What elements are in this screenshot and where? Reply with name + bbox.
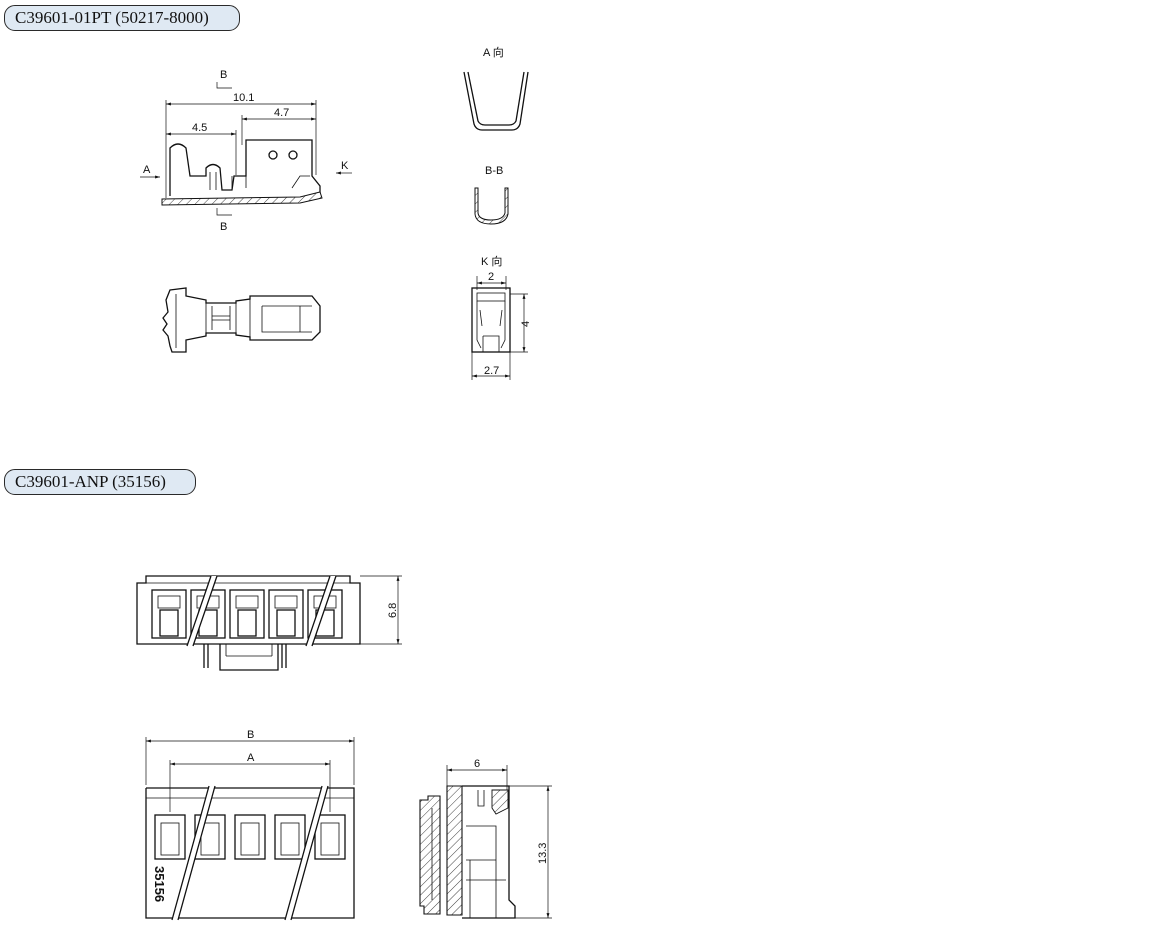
dim-overall-length: 10.1 (233, 92, 254, 104)
dim-k-inner-width: 2 (488, 271, 494, 283)
housing-part-mark: 35156 (152, 866, 167, 902)
view-bb-profile (474, 187, 509, 225)
dim-housing-depth: 6 (474, 758, 480, 770)
view-arrow-a-label: A (143, 164, 151, 176)
view-bb-title: B-B (485, 165, 503, 177)
view-k-title: K 向 (481, 254, 502, 268)
view-a-title: A 向 (483, 45, 504, 59)
terminal-top-view (162, 287, 321, 353)
dim-k-height: 4 (520, 321, 532, 327)
view-arrow-k-label: K (341, 160, 349, 172)
housing-front-cavities (154, 814, 346, 860)
view-a-profile (463, 71, 529, 131)
housing-top-view (136, 575, 402, 671)
dim-housing-a: A (247, 752, 255, 764)
dim-k-outer-width: 2.7 (484, 365, 499, 377)
section-title-housing: C39601-ANP (35156) (4, 469, 196, 495)
terminal-side-view (140, 82, 352, 216)
dim-housing-height-top: 6.8 (387, 603, 399, 618)
housing-side-section (419, 765, 552, 919)
housing-front-view (145, 737, 355, 921)
section-mark-top: B (220, 69, 227, 81)
dim-right-length: 4.7 (274, 107, 289, 119)
section-title-terminal: C39601-01PT (50217-8000) (4, 5, 240, 31)
dim-housing-height-side: 13.3 (537, 843, 549, 864)
dim-housing-b: B (247, 729, 254, 741)
section-mark-bottom: B (220, 221, 227, 233)
view-k-profile (471, 276, 528, 380)
dim-left-length: 4.5 (192, 122, 207, 134)
